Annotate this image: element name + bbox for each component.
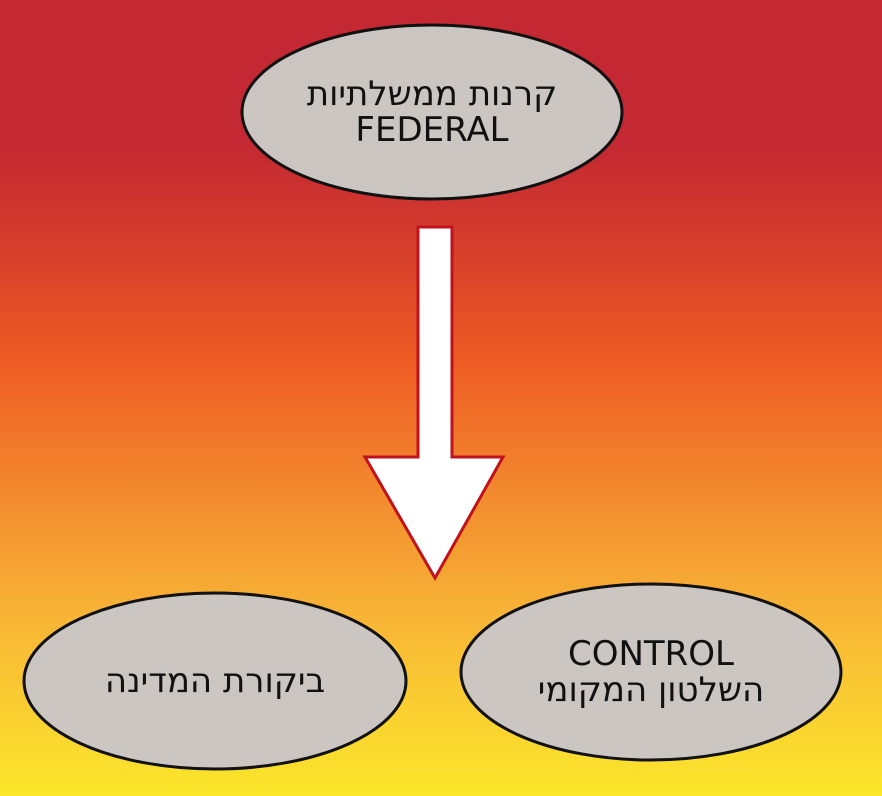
bottom-right-node-english-label: CONTROL — [567, 634, 735, 674]
bottom-left-node-shape — [22, 591, 408, 771]
bottom-right-node-shape — [459, 582, 843, 762]
top-node-english-label: FEDERAL — [355, 110, 509, 150]
bottom-right-node: CONTROL השלטון המקומי — [461, 600, 841, 744]
top-node: קרנות ממשלתיות FEDERAL — [242, 40, 622, 184]
bottom-left-node: ביקורת המדינה — [24, 609, 406, 753]
bottom-left-node-hebrew-label: ביקורת המדינה — [104, 661, 326, 701]
top-node-shape — [240, 23, 624, 201]
top-node-hebrew-label: קרנות ממשלתיות — [306, 74, 558, 114]
down-arrow — [362, 225, 506, 582]
bottom-right-node-hebrew-label: השלטון המקומי — [537, 670, 765, 710]
